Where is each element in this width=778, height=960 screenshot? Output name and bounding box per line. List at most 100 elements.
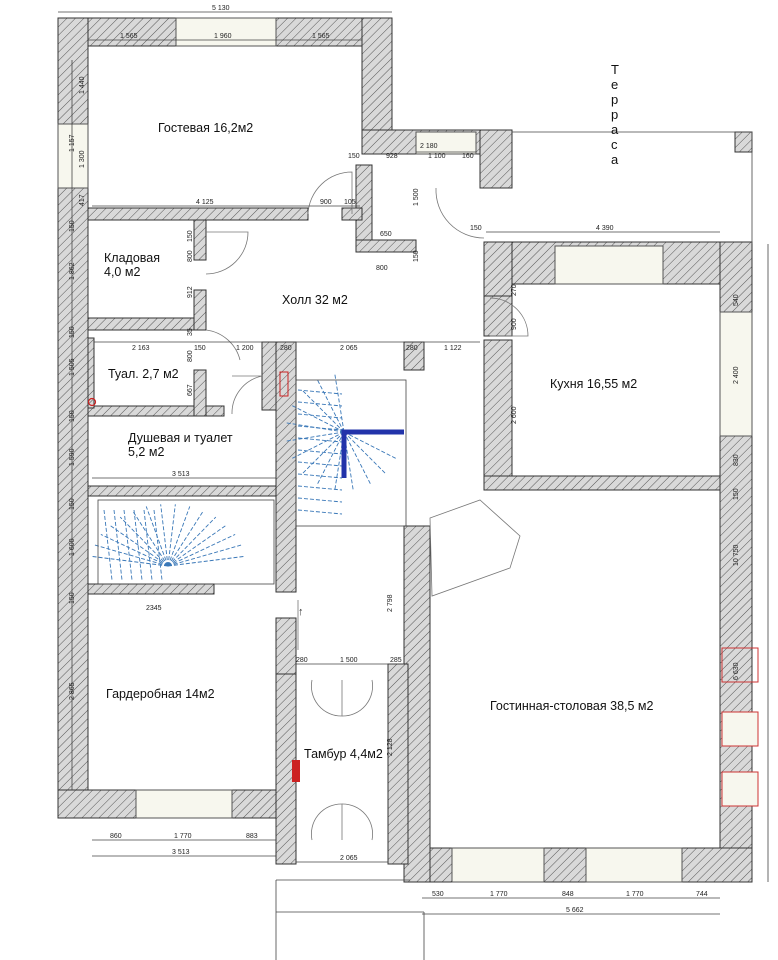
stair-tread <box>334 372 345 433</box>
stair-tread <box>290 431 345 460</box>
window-wardrobe <box>135 789 233 819</box>
dim-label: 160 <box>462 153 474 160</box>
dim-label: 2 163 <box>132 345 150 352</box>
dim-label: 150 <box>733 488 740 500</box>
dim-label: 150 <box>187 230 194 242</box>
stair-tread <box>132 510 169 567</box>
window-living-1 <box>451 847 545 883</box>
stair-tread <box>343 431 387 475</box>
room-storage-line2: 4,0 м2 <box>104 265 140 279</box>
dim-label: 830 <box>733 454 740 466</box>
dim-label: 900 <box>511 318 518 330</box>
stair-tread <box>301 389 345 433</box>
room-shower-line1: Душевая и туалет <box>128 431 233 445</box>
terrace-letter: р <box>611 107 618 122</box>
dim-label: 5 662 <box>566 907 584 914</box>
stair-tread <box>284 422 345 433</box>
up-arrow-icon: ↑ <box>298 606 304 618</box>
dim-label: 1 565 <box>312 33 330 40</box>
window-top <box>175 17 277 47</box>
stair-tread <box>143 509 153 581</box>
dimension-labels-vertical: 1 440 1 157 1 300 417 150 1 862 150 1 50… <box>69 76 740 756</box>
dim-label: 4 390 <box>596 225 614 232</box>
dim-label: 650 <box>380 231 392 238</box>
terrace-letter: р <box>611 92 618 107</box>
dimension-lines <box>58 11 769 915</box>
dim-label: 280 <box>406 345 418 352</box>
dim-label: 150 <box>69 498 76 510</box>
dim-label: 2 128 <box>387 738 394 756</box>
window-hall <box>415 131 477 155</box>
stair-tread <box>113 509 123 581</box>
dim-label: 2 600 <box>511 406 518 424</box>
terrace-letter: е <box>611 77 618 92</box>
dim-label: 1 200 <box>236 345 254 352</box>
terrace-letter: а <box>611 122 619 137</box>
dim-label: 1 960 <box>214 33 232 40</box>
dim-label: 3 513 <box>172 849 190 856</box>
stair-tread <box>123 509 133 581</box>
stair-tread <box>167 506 191 567</box>
room-labels: Гостевая 16,2м2 Кладовая 4,0 м2 Холл 32 … <box>104 121 654 761</box>
stair-tread <box>297 485 343 491</box>
room-guest: Гостевая 16,2м2 <box>158 121 253 135</box>
dim-label: 35 <box>187 328 194 336</box>
stair-tread <box>343 431 398 460</box>
stair-tread <box>297 449 343 455</box>
staircase <box>90 372 407 585</box>
stair-tread <box>167 510 204 567</box>
dim-label: 1 770 <box>174 833 192 840</box>
dim-label: 848 <box>562 891 574 898</box>
doors <box>205 171 529 841</box>
dim-label: 912 <box>187 286 194 298</box>
stair-tread <box>100 534 169 567</box>
room-wardrobe: Гардеробная 14м2 <box>106 687 215 701</box>
stair-tread <box>284 431 345 442</box>
dim-label: 928 <box>386 153 398 160</box>
stair-tread <box>297 401 343 407</box>
stair-tread <box>297 389 343 395</box>
stair-tread <box>301 431 345 475</box>
dim-label: 1 122 <box>444 345 462 352</box>
dim-label: 2345 <box>146 605 162 612</box>
stair-tread <box>103 509 113 581</box>
dim-label: 1 590 <box>69 448 76 466</box>
terrace-letter: с <box>611 137 618 152</box>
dim-label: 150 <box>348 153 360 160</box>
dim-label: 4 125 <box>196 199 214 206</box>
dim-label: 530 <box>432 891 444 898</box>
dim-label: 800 <box>187 350 194 362</box>
dim-label: 150 <box>69 592 76 604</box>
dim-label: 280 <box>280 345 292 352</box>
window-left <box>57 123 89 189</box>
room-hall: Холл 32 м2 <box>282 293 348 307</box>
stair-tread <box>297 437 343 443</box>
dim-label: 2 865 <box>69 682 76 700</box>
stair-tread <box>290 404 345 433</box>
stair-tread <box>153 509 163 581</box>
dim-label: 1 500 <box>340 657 358 664</box>
dim-label: 800 <box>187 250 194 262</box>
dimension-labels: 5 130 1 565 1 960 1 565 4 125 900 105 15… <box>110 5 708 914</box>
dim-label: 883 <box>246 833 258 840</box>
dim-label: 270 <box>511 284 518 296</box>
window-living-r1 <box>721 647 759 683</box>
stair-tread <box>167 555 246 567</box>
dim-label: 1 600 <box>69 538 76 556</box>
dim-label: 150 <box>413 250 420 262</box>
stair-tread <box>297 413 343 419</box>
stair-tread <box>297 509 343 515</box>
dim-label: 2 065 <box>340 855 358 862</box>
stair-tread <box>297 425 343 431</box>
dim-label: 280 <box>296 657 308 664</box>
windows <box>57 17 759 883</box>
stair-tread <box>94 544 169 567</box>
dim-label: 900 <box>320 199 332 206</box>
dim-label: 1 500 <box>413 188 420 206</box>
window-living-r3 <box>721 771 759 807</box>
dim-label: 667 <box>187 384 194 396</box>
dim-label: 1 100 <box>428 153 446 160</box>
room-shower-line2: 5,2 м2 <box>128 445 164 459</box>
dim-label: 10 750 <box>733 544 740 566</box>
window-kitchen-top <box>554 245 664 285</box>
